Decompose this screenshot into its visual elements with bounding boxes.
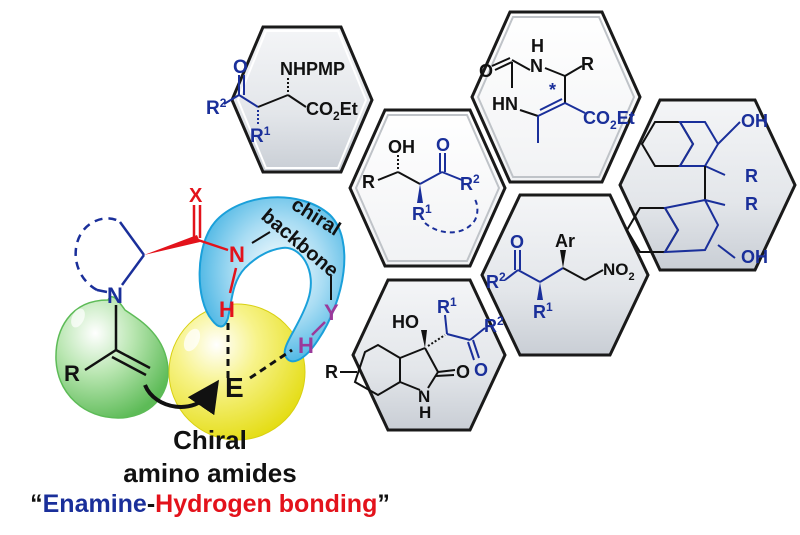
caption-dash: -	[146, 490, 156, 518]
biginelli-ester: CO2Et	[583, 108, 635, 132]
caption-concept: “Enamine-Hydrogen bonding”	[0, 490, 420, 519]
binol-r-top: R	[745, 166, 758, 186]
aldol-oh: OH	[388, 137, 415, 157]
michael-nitro: NO2	[603, 260, 635, 283]
mannich-ester: CO2Et	[306, 99, 358, 123]
biginelli-stereo-star: *	[549, 80, 556, 100]
michael-o: O	[510, 232, 524, 252]
electrophile-label: E	[225, 372, 244, 403]
hexagon-michael	[480, 193, 650, 357]
oxindole-h: H	[419, 403, 431, 422]
donor-hydrogen-label: H	[298, 333, 314, 358]
biginelli-o: O	[479, 61, 493, 81]
mannich-amine-label: NHPMP	[280, 59, 345, 79]
oxindole-ketone-o: O	[474, 360, 488, 380]
biginelli-h-top: H	[531, 36, 544, 56]
mannich-carbonyl-o: O	[233, 57, 248, 78]
biginelli-n-top: N	[530, 56, 543, 76]
oxindole-r1: R1	[437, 295, 457, 317]
caption-chiral: Chiral	[173, 425, 247, 455]
michael-ar: Ar	[555, 231, 575, 251]
oxindole-r2: R2	[484, 314, 504, 336]
aldol-r: R	[362, 172, 375, 192]
biginelli-r: R	[581, 54, 594, 74]
product-binol	[625, 121, 741, 259]
oxindole-n: N	[418, 387, 430, 406]
binol-oh-top: OH	[741, 111, 768, 131]
oxindole-ho: HO	[392, 312, 419, 332]
catalyst-structure	[74, 205, 332, 416]
substituent-r-label: R	[64, 361, 80, 386]
enamine-nitrogen-label: N	[107, 283, 123, 308]
product-biginelli	[491, 57, 586, 143]
oxindole-r: R	[325, 362, 338, 382]
product-michael	[504, 250, 604, 300]
aldol-r1: R1	[412, 202, 432, 224]
michael-r1: R1	[533, 300, 553, 322]
donor-group-label: Y	[324, 300, 339, 325]
amide-hydrogen-label: H	[219, 297, 235, 322]
hexagon-binol	[618, 98, 797, 272]
biginelli-hn: HN	[492, 94, 518, 114]
aldol-o: O	[436, 135, 450, 155]
caption-close-quote: ”	[377, 490, 390, 518]
product-mannich	[223, 75, 307, 125]
caption-enamine: Enamine	[42, 490, 147, 518]
binol-r-bottom: R	[745, 194, 758, 214]
michael-r2: R2	[486, 270, 506, 292]
amide-nitrogen-label: N	[229, 242, 245, 267]
caption-hydrogen-bonding: Hydrogen bonding	[155, 490, 378, 518]
binol-oh-bottom: OH	[741, 247, 768, 267]
mannich-r2: R2	[206, 96, 227, 119]
hexagon-biginelli	[470, 10, 642, 184]
caption-open-quote: “	[30, 490, 43, 518]
caption-amino-amides: amino amides	[123, 458, 297, 488]
mannich-r1: R1	[250, 124, 271, 147]
product-aldol	[377, 153, 479, 234]
aldol-r2: R2	[460, 172, 480, 194]
hexagon-aldol	[348, 108, 507, 268]
carbonyl-atom-label: X	[189, 185, 203, 207]
oxindole-ring-o: O	[456, 362, 470, 382]
product-oxindole	[340, 314, 486, 397]
